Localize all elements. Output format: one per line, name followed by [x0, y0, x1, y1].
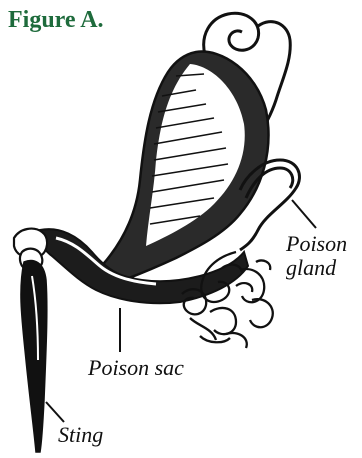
- gland-leader: [292, 200, 316, 228]
- sting-shaft: [21, 261, 47, 452]
- poison-gland-label-line2: gland: [286, 256, 347, 280]
- sting-label: Sting: [58, 423, 103, 447]
- poison-sac-label: Poison sac: [88, 356, 184, 380]
- poison-gland-label: Poison gland: [286, 232, 347, 280]
- poison-sac: [91, 52, 268, 289]
- sting-leader: [46, 402, 64, 422]
- poison-gland-label-line1: Poison: [286, 232, 347, 256]
